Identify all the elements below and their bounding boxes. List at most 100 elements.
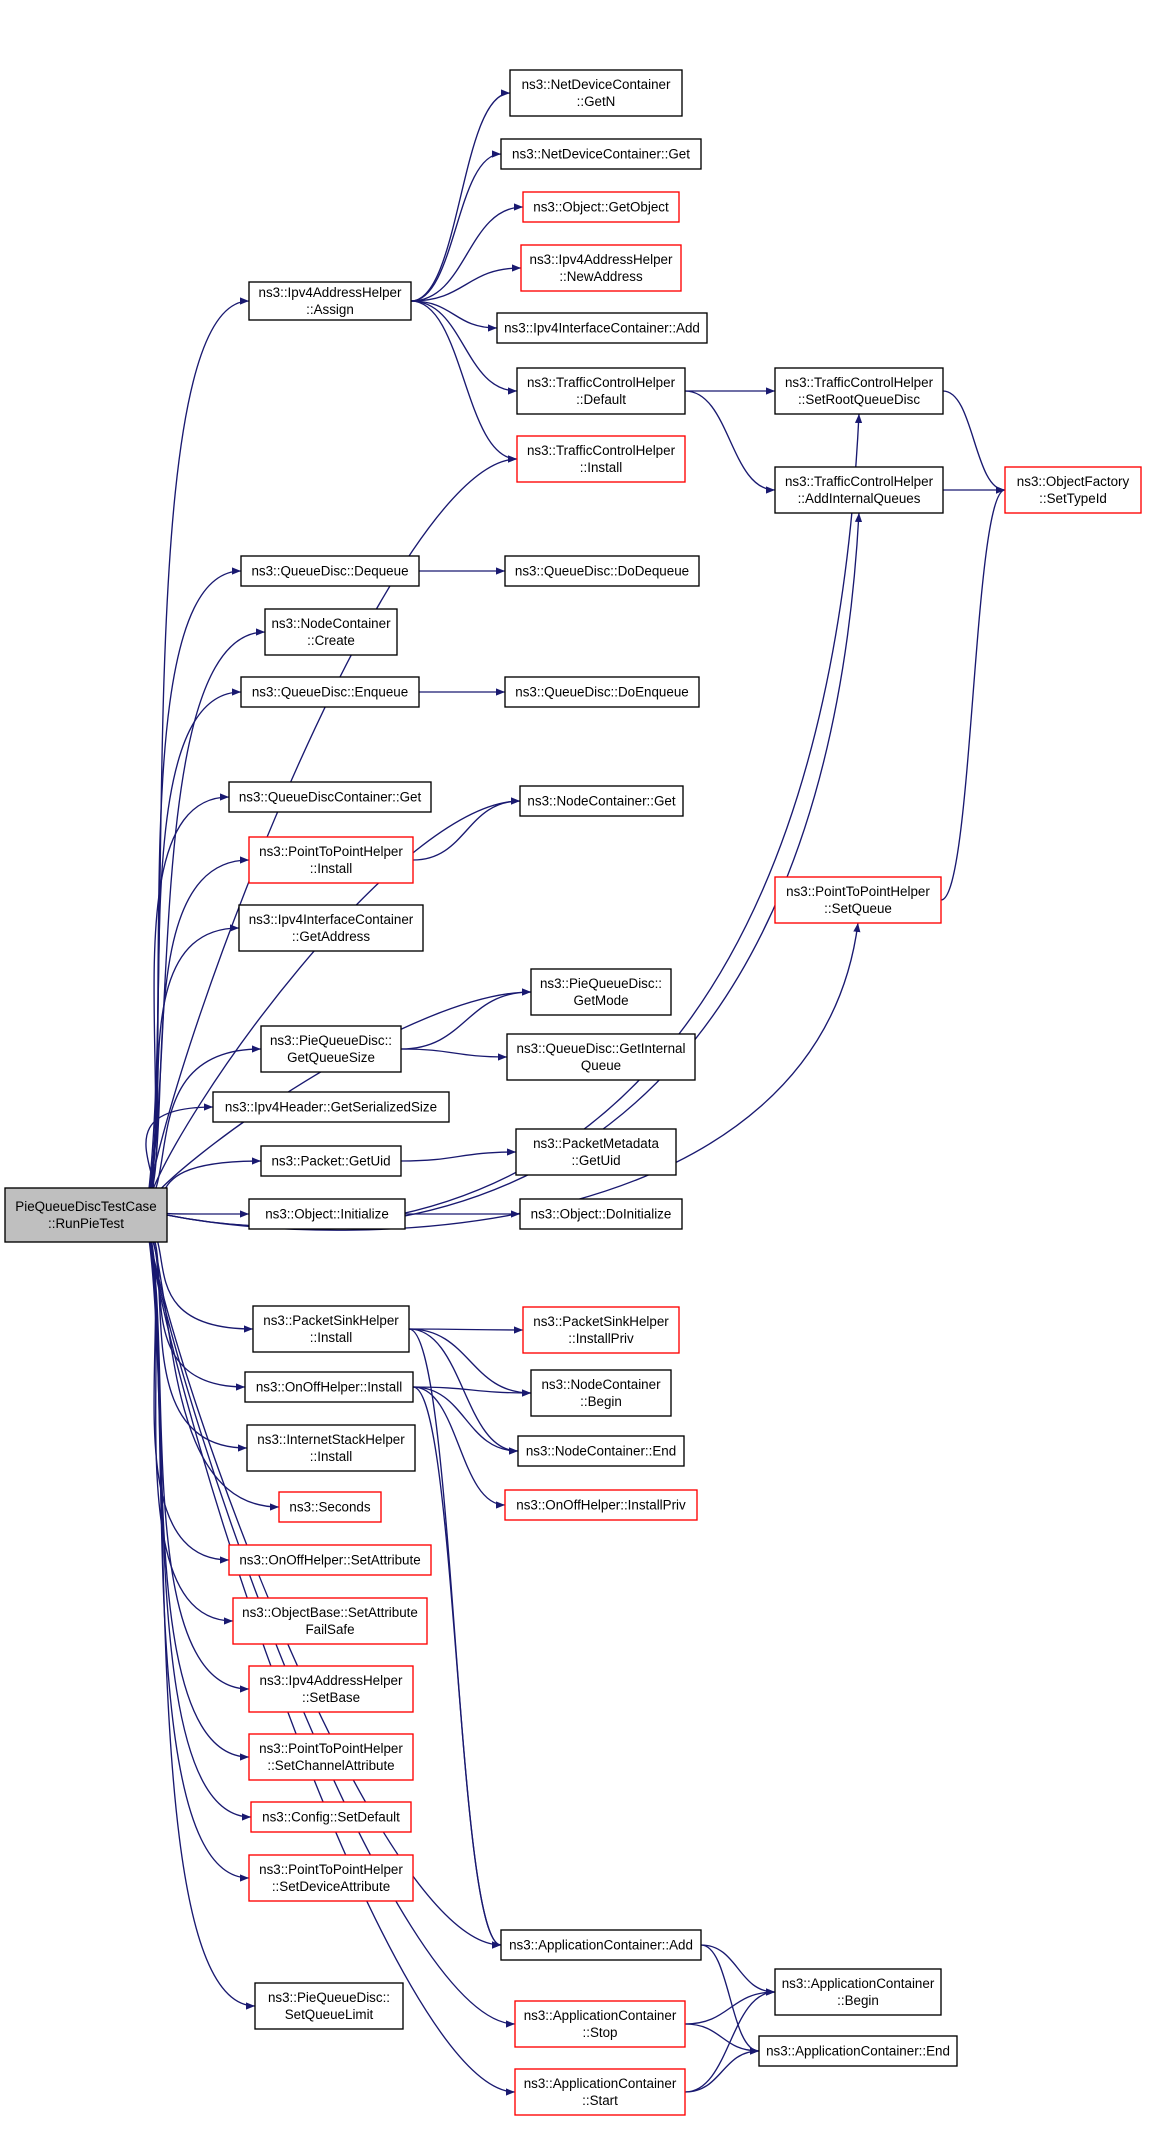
graph-node-p2pdev[interactable]: ns3::PointToPointHelper::SetDeviceAttrib… (248, 1854, 414, 1902)
graph-node-appstop[interactable]: ns3::ApplicationContainer::Stop (514, 2000, 686, 2048)
node-label: ::SetDeviceAttribute (272, 1879, 390, 1894)
graph-node-newaddress[interactable]: ns3::Ipv4AddressHelper::NewAddress (520, 244, 682, 292)
graph-node-ncbegin[interactable]: ns3::NodeContainer::Begin (530, 1369, 672, 1417)
graph-node-append[interactable]: ns3::ApplicationContainer::End (758, 2035, 958, 2067)
node-label: ::Stop (583, 2025, 618, 2040)
edge-root-to-piesetlimit (146, 1224, 256, 2010)
node-label: ::Create (307, 633, 355, 648)
graph-node-ipv4hdr[interactable]: ns3::Ipv4Header::GetSerializedSize (212, 1091, 450, 1123)
edge-appstop-to-append (684, 2023, 760, 2055)
node-layer: PieQueueDiscTestCase::RunPieTestns3::Ipv… (4, 69, 1142, 2116)
graph-node-getobject[interactable]: ns3::Object::GetObject (522, 191, 680, 223)
node-box (246, 1424, 416, 1472)
node-box (260, 1025, 402, 1073)
edge-ipv4assign-to-tchinstall (410, 300, 518, 463)
graph-node-appadd[interactable]: ns3::ApplicationContainer::Add (500, 1929, 702, 1961)
graph-node-ipv4assign[interactable]: ns3::Ipv4AddressHelper::Assign (248, 281, 412, 321)
node-box (500, 138, 702, 170)
graph-node-appbegin[interactable]: ns3::ApplicationContainer::Begin (774, 1968, 942, 2016)
node-box (228, 1544, 432, 1576)
graph-node-onoffinstall[interactable]: ns3::OnOffHelper::Install (244, 1371, 414, 1403)
graph-node-ifcgetaddr[interactable]: ns3::Ipv4InterfaceContainer::GetAddress (238, 904, 424, 952)
node-label: ns3::OnOffHelper::Install (256, 1380, 402, 1395)
edge-tchdefault-to-tchinternal (684, 390, 776, 494)
node-label: ::Begin (580, 1394, 622, 1409)
node-box (517, 1435, 685, 1467)
node-label: ns3::OnOffHelper::SetAttribute (239, 1553, 420, 1568)
node-label: ::Start (582, 2093, 618, 2108)
node-box (516, 367, 686, 415)
node-box (238, 904, 424, 952)
graph-node-tchdefault[interactable]: ns3::TrafficControlHelper::Default (516, 367, 686, 415)
graph-node-psinkinstall[interactable]: ns3::PacketSinkHelper::Install (252, 1305, 410, 1353)
edge-tchroot-to-factory (942, 390, 1006, 494)
graph-node-nccreate[interactable]: ns3::NodeContainer::Create (264, 608, 398, 656)
node-label: ns3::Object::GetObject (533, 200, 669, 215)
graph-node-seconds[interactable]: ns3::Seconds (278, 1491, 382, 1523)
edge-appstop-to-appbegin (684, 1988, 776, 2025)
edge-psinkinstall-to-psinkpriv (408, 1326, 524, 1334)
edge-pktuid-to-pmuid (400, 1148, 517, 1162)
graph-node-p2pchan[interactable]: ns3::PointToPointHelper::SetChannelAttri… (248, 1733, 414, 1781)
graph-node-p2pinstall[interactable]: ns3::PointToPointHelper::Install (248, 836, 414, 884)
graph-node-qdcget[interactable]: ns3::QueueDiscContainer::Get (228, 781, 432, 813)
graph-node-ncend[interactable]: ns3::NodeContainer::End (517, 1435, 685, 1467)
graph-node-piegetqsize[interactable]: ns3::PieQueueDisc::GetQueueSize (260, 1025, 402, 1073)
node-box (530, 968, 672, 1016)
graph-node-psinkpriv[interactable]: ns3::PacketSinkHelper::InstallPriv (522, 1306, 680, 1354)
graph-node-ishinstall[interactable]: ns3::InternetStackHelper::Install (246, 1424, 416, 1472)
graph-node-tchinstall[interactable]: ns3::TrafficControlHelper::Install (516, 435, 686, 483)
node-label: ns3::Config::SetDefault (262, 1810, 400, 1825)
graph-node-ifcadd[interactable]: ns3::Ipv4InterfaceContainer::Add (496, 312, 708, 344)
node-label: ::Begin (837, 1993, 879, 2008)
node-label: ::SetRootQueueDisc (798, 392, 920, 407)
graph-node-netget[interactable]: ns3::NetDeviceContainer::Get (500, 138, 702, 170)
node-box (506, 1033, 696, 1081)
node-label: ::GetN (577, 94, 616, 109)
node-box (248, 281, 412, 321)
graph-node-onoffpriv[interactable]: ns3::OnOffHelper::InstallPriv (504, 1489, 698, 1521)
node-label: ::GetUid (571, 1153, 620, 1168)
node-box (500, 1929, 702, 1961)
graph-node-objinit[interactable]: ns3::Object::Initialize (248, 1198, 406, 1230)
graph-node-qddodequeue[interactable]: ns3::QueueDisc::DoDequeue (504, 555, 700, 587)
graph-node-factory[interactable]: ns3::ObjectFactory::SetTypeId (1004, 466, 1142, 514)
node-box (212, 1091, 450, 1123)
node-box (248, 1733, 414, 1781)
graph-node-ncget[interactable]: ns3::NodeContainer::Get (519, 785, 684, 817)
graph-node-cfgdefault[interactable]: ns3::Config::SetDefault (250, 1801, 412, 1833)
graph-node-piegetmode[interactable]: ns3::PieQueueDisc::GetMode (530, 968, 672, 1016)
graph-node-p2psetqueue[interactable]: ns3::PointToPointHelper::SetQueue (774, 876, 942, 924)
edge-appstart-to-append (684, 2047, 760, 2093)
graph-node-ipv4setbase[interactable]: ns3::Ipv4AddressHelper::SetBase (248, 1665, 414, 1713)
node-box (514, 2000, 686, 2048)
edge-onoffinstall-to-ncend (412, 1386, 519, 1455)
node-box (248, 836, 414, 884)
edge-root-to-ipv4assign (146, 297, 250, 1206)
node-label: ns3::TrafficControlHelper (785, 474, 934, 489)
graph-node-piesetlimit[interactable]: ns3::PieQueueDisc::SetQueueLimit (254, 1982, 404, 2030)
node-label: ns3::QueueDiscContainer::Get (239, 790, 422, 805)
edge-piegetqsize-to-qdgetinternal (400, 1048, 508, 1061)
graph-node-pmuid[interactable]: ns3::PacketMetadata::GetUid (515, 1128, 677, 1176)
graph-node-appstart[interactable]: ns3::ApplicationContainer::Start (514, 2068, 686, 2116)
node-box (252, 1305, 410, 1353)
node-box (248, 1854, 414, 1902)
graph-node-pktuid[interactable]: ns3::Packet::GetUid (260, 1145, 402, 1177)
node-label: GetQueueSize (287, 1050, 375, 1065)
graph-node-qdenqueue[interactable]: ns3::QueueDisc::Enqueue (240, 676, 420, 708)
graph-node-objdoinit[interactable]: ns3::Object::DoInitialize (519, 1198, 683, 1230)
node-box (530, 1369, 672, 1417)
graph-node-tchroot[interactable]: ns3::TrafficControlHelper::SetRootQueueD… (774, 367, 944, 415)
graph-node-tchinternal[interactable]: ns3::TrafficControlHelper::AddInternalQu… (774, 466, 944, 514)
graph-node-qddoenqueue[interactable]: ns3::QueueDisc::DoEnqueue (504, 676, 700, 708)
graph-node-root[interactable]: PieQueueDiscTestCase::RunPieTest (4, 1187, 168, 1243)
graph-node-onoffsetattr[interactable]: ns3::OnOffHelper::SetAttribute (228, 1544, 432, 1576)
edge-root-to-tchinstall (146, 455, 518, 1206)
node-label: ns3::Object::DoInitialize (531, 1207, 672, 1222)
graph-node-netgetn[interactable]: ns3::NetDeviceContainer::GetN (509, 69, 683, 117)
node-label: ::Default (576, 392, 626, 407)
graph-node-qddequeue[interactable]: ns3::QueueDisc::Dequeue (240, 555, 420, 587)
